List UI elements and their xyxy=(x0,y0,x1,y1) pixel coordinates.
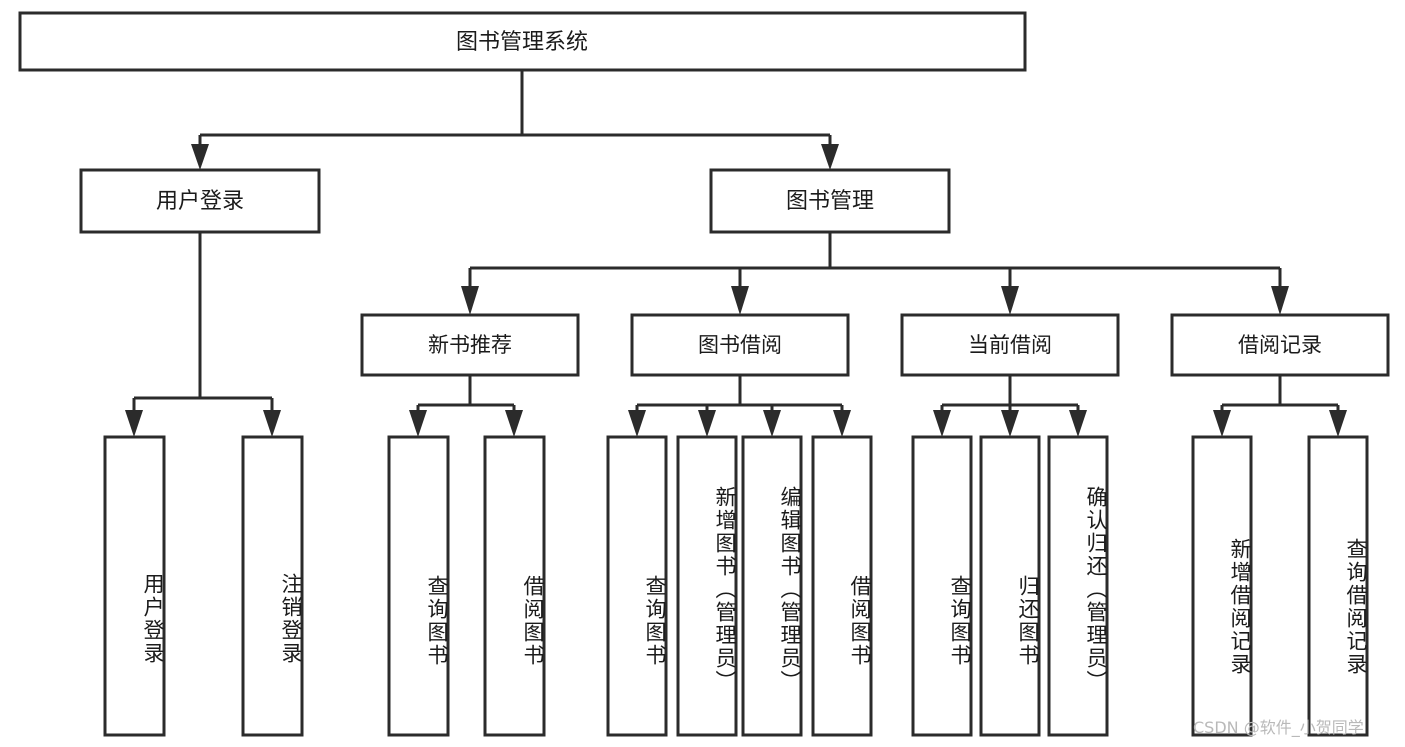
arrow-to-current-borrow xyxy=(1001,286,1019,315)
arrow-to-leaf-query-record xyxy=(1329,410,1347,437)
node-root[interactable]: 图书管理系统 xyxy=(18,11,1027,72)
arrow-to-leaf-edit-book xyxy=(763,410,781,437)
edges-borrow-record-to-leaves xyxy=(1213,375,1347,437)
arrow-to-leaf-query-book-3 xyxy=(933,410,951,437)
arrow-to-book-borrow xyxy=(731,286,749,315)
edges-book-borrow-to-leaves xyxy=(628,375,851,437)
leaf-box-query-book-3[interactable] xyxy=(911,435,973,737)
node-book-manage[interactable]: 图书管理 xyxy=(709,168,951,234)
arrow-to-leaf-add-record xyxy=(1213,410,1231,437)
watermark-text: CSDN @软件_小贺同学 xyxy=(1193,718,1364,737)
leaf-box-add-book[interactable] xyxy=(676,435,738,737)
node-new-book-recommend-label: 新书推荐 xyxy=(428,333,512,357)
node-borrow-record-label: 借阅记录 xyxy=(1238,333,1322,357)
leaf-boxes xyxy=(103,435,1369,737)
node-user-login-label: 用户登录 xyxy=(156,189,244,214)
edges-new-book-recommend-to-leaves xyxy=(409,375,523,437)
arrow-to-leaf-borrow-book-1 xyxy=(505,410,523,437)
arrow-to-leaf-user-login xyxy=(125,410,143,437)
arrow-to-user-login xyxy=(191,144,209,170)
node-book-manage-label: 图书管理 xyxy=(786,189,874,214)
arrow-to-leaf-add-book xyxy=(698,410,716,437)
edges-user-login-to-leaves xyxy=(125,232,281,437)
node-current-borrow[interactable]: 当前借阅 xyxy=(900,313,1120,377)
edges-root-to-level2 xyxy=(191,70,839,170)
edges-book-manage-to-level3 xyxy=(461,232,1289,315)
node-new-book-recommend[interactable]: 新书推荐 xyxy=(360,313,580,377)
arrow-to-leaf-query-book-1 xyxy=(409,410,427,437)
leaf-box-add-record[interactable] xyxy=(1191,435,1253,737)
arrow-to-leaf-query-book-2 xyxy=(628,410,646,437)
node-user-login[interactable]: 用户登录 xyxy=(79,168,321,234)
leaf-box-query-book-1[interactable] xyxy=(387,435,450,737)
arrow-to-borrow-record xyxy=(1271,286,1289,315)
node-book-borrow[interactable]: 图书借阅 xyxy=(630,313,850,377)
edges-current-borrow-to-leaves xyxy=(933,375,1087,437)
leaf-box-logout[interactable] xyxy=(241,435,304,737)
arrow-to-book-manage xyxy=(821,144,839,170)
arrow-to-new-book-recommend xyxy=(461,286,479,315)
arrow-to-leaf-logout xyxy=(263,410,281,437)
leaf-box-confirm-return[interactable] xyxy=(1047,435,1109,737)
node-current-borrow-label: 当前借阅 xyxy=(968,333,1052,357)
node-borrow-record[interactable]: 借阅记录 xyxy=(1170,313,1390,377)
leaf-box-query-record[interactable] xyxy=(1307,435,1369,737)
leaf-box-query-book-2[interactable] xyxy=(606,435,668,737)
leaf-box-return-book[interactable] xyxy=(979,435,1041,737)
leaf-box-edit-book[interactable] xyxy=(741,435,803,737)
arrow-to-leaf-return-book xyxy=(1001,410,1019,437)
leaf-box-user-login[interactable] xyxy=(103,435,166,737)
arrow-to-leaf-borrow-book-2 xyxy=(833,410,851,437)
node-book-borrow-label: 图书借阅 xyxy=(698,333,782,357)
arrow-to-leaf-confirm-return xyxy=(1069,410,1087,437)
leaf-box-borrow-book-2[interactable] xyxy=(811,435,873,737)
leaf-box-borrow-book-1[interactable] xyxy=(483,435,546,737)
node-root-label: 图书管理系统 xyxy=(456,30,588,55)
